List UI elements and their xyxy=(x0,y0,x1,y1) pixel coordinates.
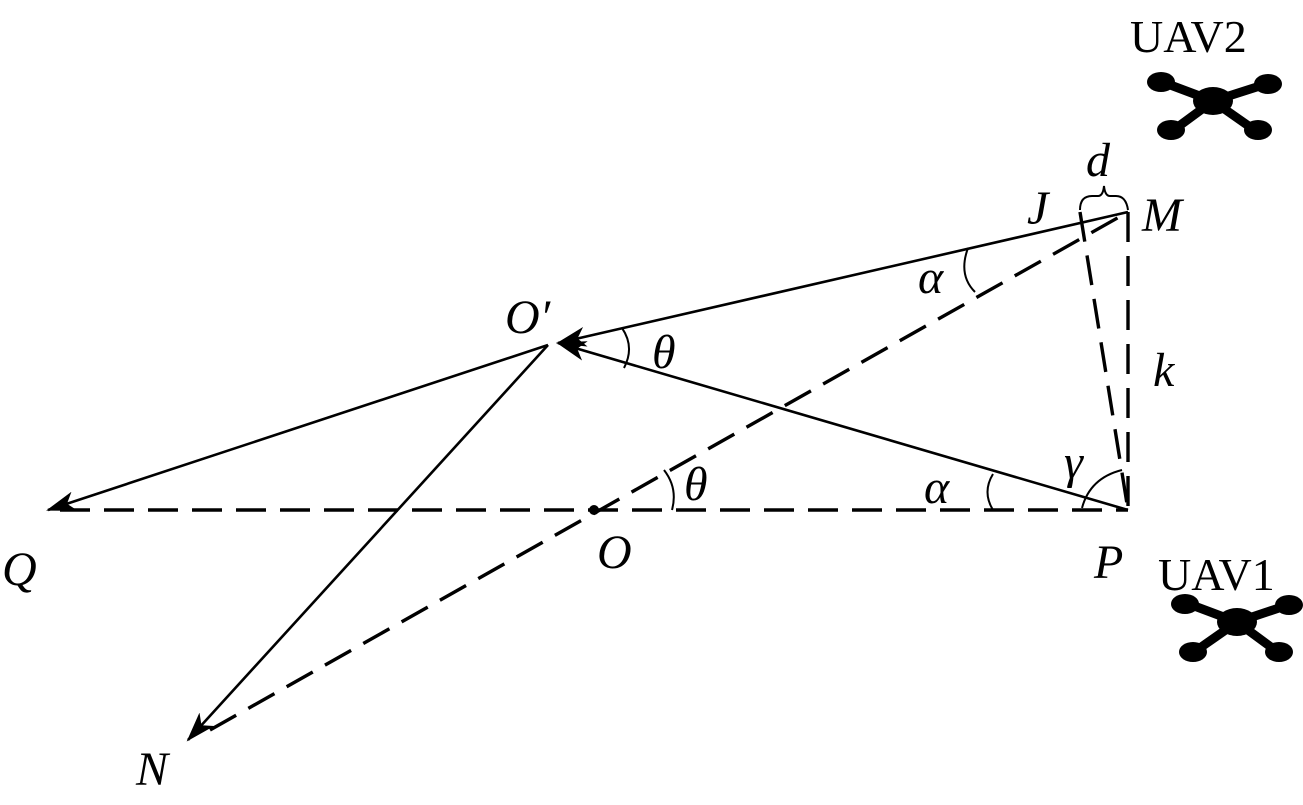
label-j: J xyxy=(1027,182,1051,235)
label-q: Q xyxy=(2,543,37,596)
label-o: O xyxy=(597,526,632,579)
quadcopter-icon xyxy=(1171,594,1303,662)
angle-arc-gamma xyxy=(1081,469,1123,509)
arrow-o-prime-to-n xyxy=(186,344,549,742)
dashed-line-j-p xyxy=(1078,211,1130,511)
label-uav1: UAV1 xyxy=(1158,549,1275,600)
label-uav2: UAV2 xyxy=(1130,11,1247,62)
label-n: N xyxy=(135,743,171,796)
label-theta-bottom: θ xyxy=(684,458,708,511)
angle-arc-alpha-top xyxy=(963,247,976,293)
label-alpha-bottom: α xyxy=(924,461,950,514)
label-k: k xyxy=(1153,344,1176,397)
point-o xyxy=(589,505,599,515)
label-gamma: γ xyxy=(1064,436,1084,489)
label-p: P xyxy=(1093,536,1123,589)
angle-arc-theta-bottom xyxy=(663,469,675,511)
label-theta-top: θ xyxy=(652,326,676,379)
brace-d xyxy=(1079,185,1129,211)
label-alpha-top: α xyxy=(918,251,944,304)
quadcopter-icon xyxy=(1147,72,1282,140)
angle-arc-theta-top xyxy=(621,327,630,369)
label-o-prime: O′ xyxy=(505,291,552,344)
label-m: M xyxy=(1141,189,1185,242)
arrow-p-to-o-prime xyxy=(556,341,1129,512)
arrow-m-to-o-prime xyxy=(556,210,1129,347)
angle-arc-alpha-bottom xyxy=(986,473,994,511)
arrow-o-prime-to-q xyxy=(46,343,549,512)
label-d: d xyxy=(1086,134,1111,187)
